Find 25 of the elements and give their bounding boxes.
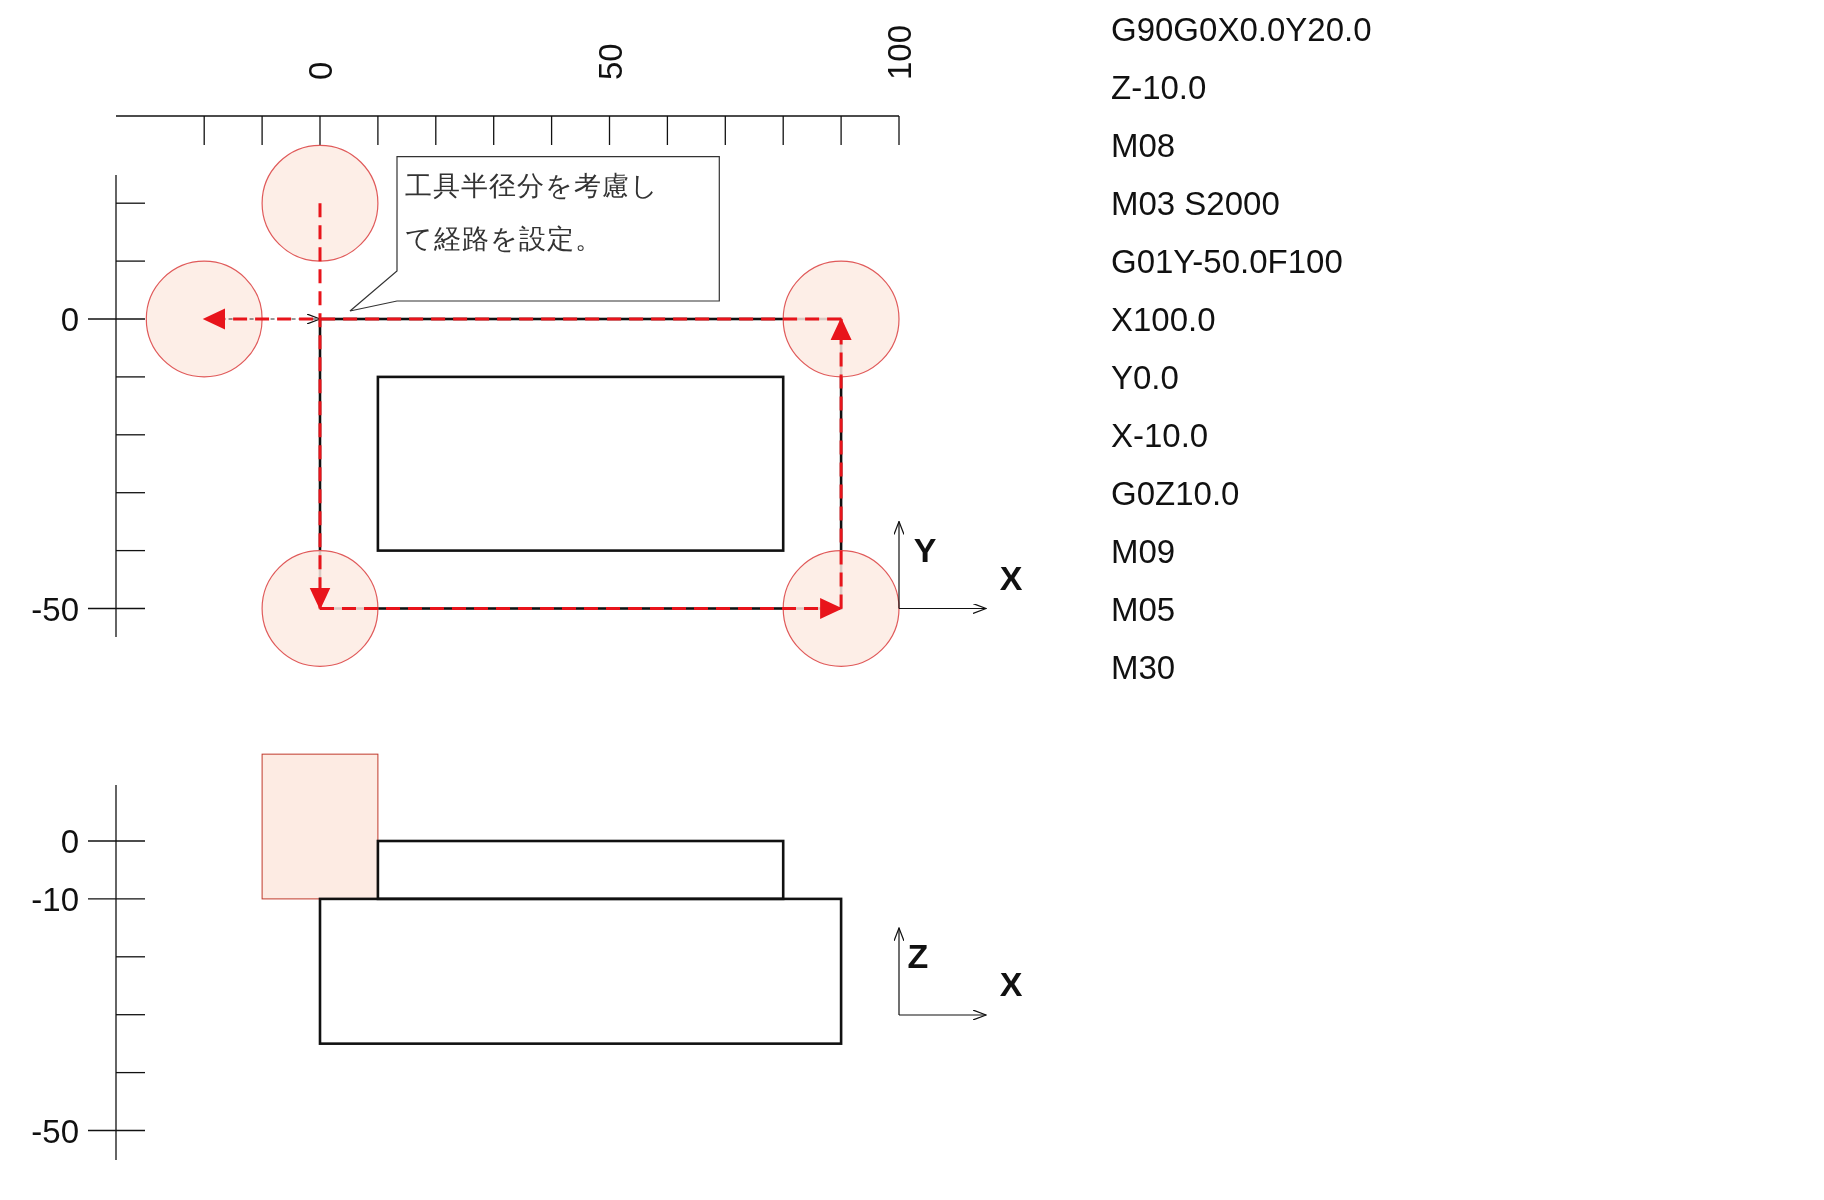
code-line: Y0.0 xyxy=(1111,360,1179,394)
scale-number: 100 xyxy=(882,24,916,80)
code-line: M05 xyxy=(1111,592,1176,626)
code-line: G01Y-50.0F100 xyxy=(1111,244,1343,278)
code-line: X100.0 xyxy=(1111,302,1216,336)
scale-number: 0 xyxy=(60,824,79,858)
axis-label: X xyxy=(999,967,1023,1001)
scale-number: -50 xyxy=(31,592,79,625)
scale-number: -10 xyxy=(31,882,79,916)
axis-label: X xyxy=(999,561,1023,595)
code-line: G0Z10.0 xyxy=(1111,476,1240,510)
code-line: G90G0X0.0Y20.0 xyxy=(1111,12,1372,46)
scale-number: 50 xyxy=(593,43,626,80)
code-line: X-10.0 xyxy=(1111,418,1209,452)
code-line: M08 xyxy=(1111,128,1176,162)
scale-number: 0 xyxy=(303,61,337,80)
scale-number: 0 xyxy=(60,302,79,336)
axis-label: Z xyxy=(907,939,929,973)
code-line: M09 xyxy=(1111,534,1176,568)
code-line: Z-10.0 xyxy=(1111,70,1207,104)
scale-number: -50 xyxy=(31,1114,79,1147)
code-line: M30 xyxy=(1111,650,1176,684)
axis-label: Y xyxy=(913,533,937,567)
code-line: M03 S2000 xyxy=(1111,186,1280,220)
callout-box: 工具半径分を考慮して経路を設定。 xyxy=(349,156,720,312)
